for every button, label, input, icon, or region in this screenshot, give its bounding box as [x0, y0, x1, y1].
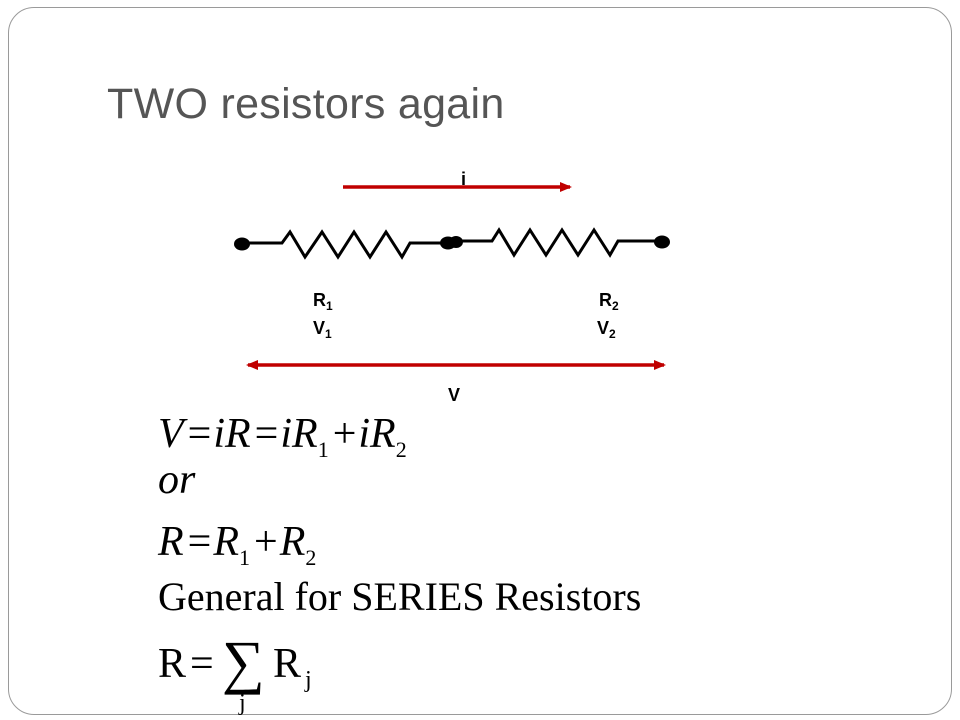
r2-label: R2: [599, 290, 619, 313]
voltage-label: V: [448, 385, 460, 405]
summation-formula: R=: [158, 641, 214, 687]
sigma-index: j: [238, 690, 246, 716]
v2-label: V2: [597, 318, 616, 341]
resistor-r2: [454, 227, 662, 258]
equation-ohm-series: V=iR=iR1+iR2: [158, 411, 407, 462]
general-series-caption: General for SERIES Resistors: [158, 574, 641, 619]
current-label: i: [461, 169, 466, 189]
resistor-r1: [242, 229, 450, 260]
junction-node-2: [449, 236, 463, 248]
equation-or: or: [158, 457, 196, 503]
terminal-left: [234, 237, 250, 251]
sigma-symbol: ∑: [222, 629, 265, 695]
page-title: TWO resistors again: [107, 80, 505, 128]
terminal-right: [654, 235, 670, 249]
r1-label: R1: [313, 290, 333, 313]
v1-label: V1: [313, 318, 332, 341]
equation-series-sum: R=R1+R2: [157, 519, 316, 570]
